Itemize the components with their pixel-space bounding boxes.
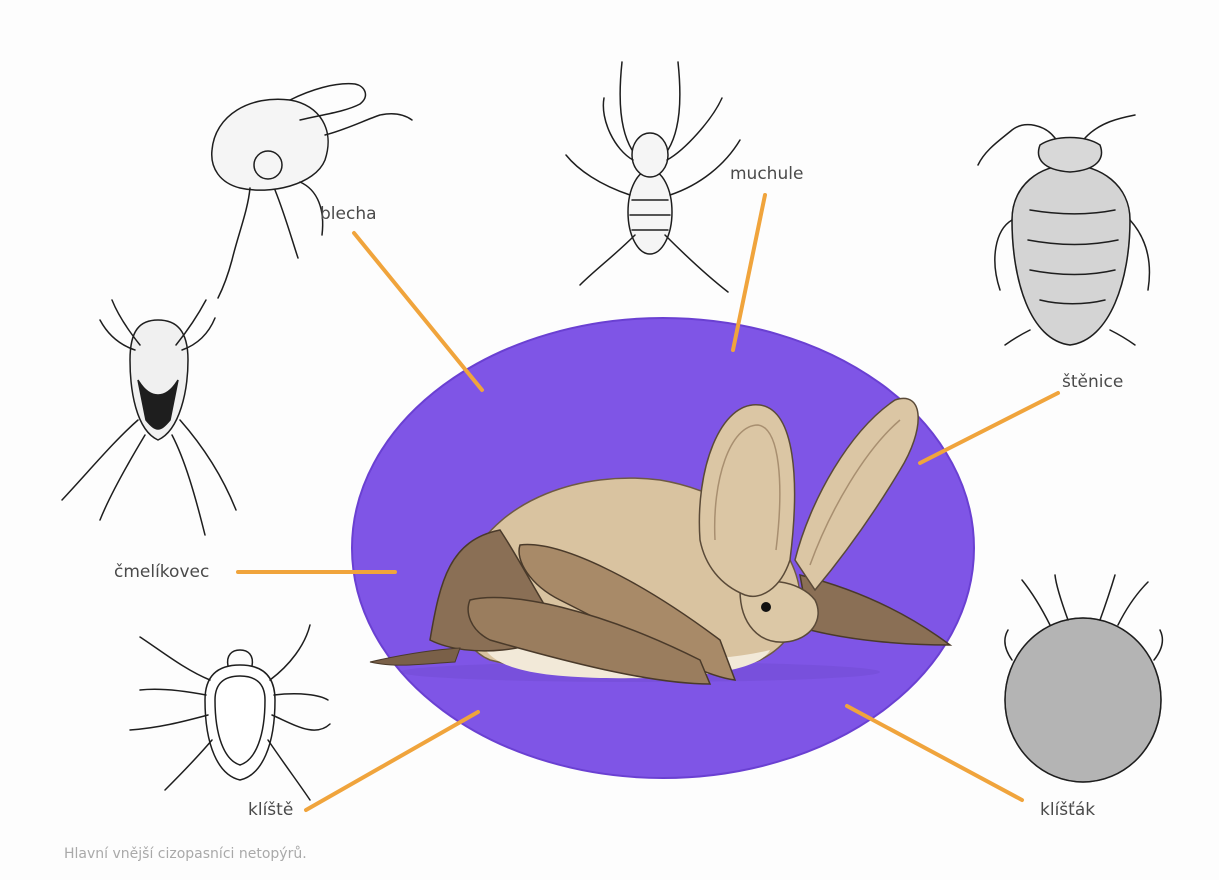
label-muchule: muchule — [730, 164, 803, 184]
leader-kliste — [306, 712, 478, 810]
tick-illustration — [130, 625, 330, 800]
leader-klistak — [847, 706, 1022, 800]
bird-mite-illustration — [62, 300, 236, 535]
figure-caption: Hlavní vnější cizopasníci netopýrů. — [64, 846, 307, 862]
bat-fly-illustration — [566, 62, 740, 292]
label-kliste: klíště — [248, 800, 293, 820]
label-stenice: štěnice — [1062, 372, 1123, 392]
leader-stenice — [920, 393, 1058, 463]
label-klistak: klíšťák — [1040, 800, 1095, 820]
bedbug-illustration — [978, 115, 1149, 345]
label-cmelikovec: čmelíkovec — [114, 562, 209, 582]
label-blecha: blecha — [320, 204, 377, 224]
leader-blecha — [354, 233, 482, 390]
soft-tick-illustration — [1005, 575, 1163, 782]
